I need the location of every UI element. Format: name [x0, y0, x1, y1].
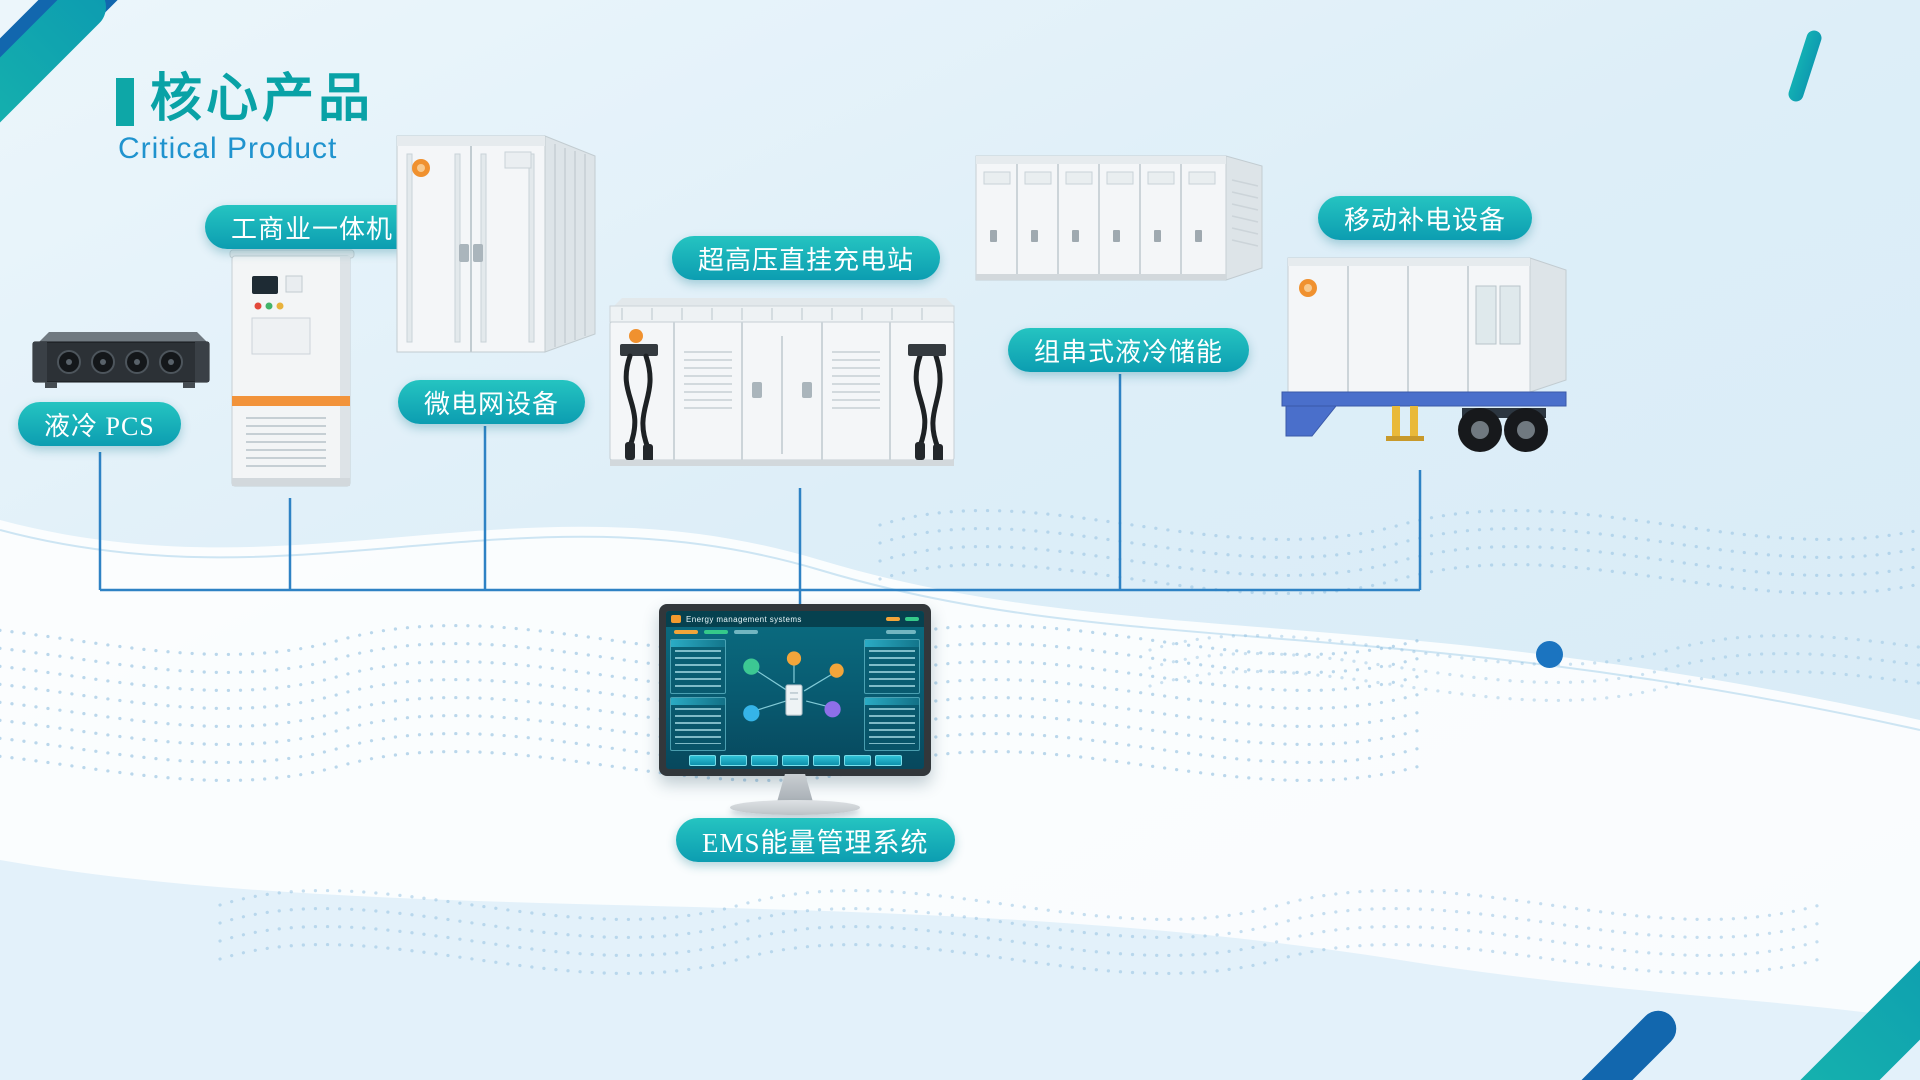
brand-logo: [1788, 30, 1892, 102]
page-subtitle: Critical Product: [118, 132, 338, 165]
subbar-chip: [886, 630, 916, 634]
page-title-block: 核心产品: [116, 72, 374, 127]
ems-button: [750, 754, 778, 766]
ems-system-label: EMS能量管理系统: [676, 818, 955, 862]
hv-charging-station-image: [609, 298, 955, 466]
liquid-cooled-pcs-image: [32, 332, 210, 388]
monitor-stand-neck: [777, 774, 813, 802]
ems-button: [719, 754, 747, 766]
ems-screen-main: [666, 637, 924, 753]
header-tick-green: [905, 617, 919, 621]
ems-monitor: Energy management systems: [659, 604, 931, 816]
ems-panel: [864, 696, 920, 751]
microgrid-equipment-label: 微电网设备: [398, 380, 586, 424]
commercial-all-in-one-image: [229, 249, 355, 487]
subbar-chip: [674, 630, 698, 634]
ems-screen-header: Energy management systems: [666, 611, 924, 627]
page-title: 核心产品: [150, 70, 375, 128]
commercial-all-in-one-label: 工商业一体机: [205, 205, 420, 249]
subbar-chip: [704, 630, 728, 634]
ems-logo-icon: [671, 615, 681, 623]
ems-topology-diagram: [729, 639, 861, 751]
ems-button: [781, 754, 809, 766]
ems-screen-subbar: [666, 627, 924, 637]
ems-button: [812, 754, 840, 766]
liquid-cooled-pcs-label: 液冷 PCS: [18, 402, 181, 446]
ems-button: [843, 754, 871, 766]
ems-panel: [864, 639, 920, 694]
ems-screen: Energy management systems: [666, 611, 924, 769]
subbar-chip: [734, 630, 758, 634]
dot-wave-group-right: [878, 508, 1920, 596]
blue-dot-decoration: [1536, 641, 1563, 668]
ems-panel: [670, 639, 726, 694]
title-accent-bar: [116, 78, 134, 126]
ems-right-column: [864, 639, 920, 751]
header-tick-orange: [886, 617, 900, 621]
mobile-charging-label: 移动补电设备: [1318, 196, 1533, 240]
ems-screen-title: Energy management systems: [686, 614, 802, 624]
ems-button: [688, 754, 716, 766]
ems-button-row: [666, 753, 924, 769]
string-storage-image: [975, 155, 1263, 281]
ems-left-column: [670, 639, 726, 751]
string-storage-label: 组串式液冷储能: [1008, 328, 1250, 372]
monitor-stand-base: [730, 800, 860, 815]
microgrid-equipment-image: [396, 135, 596, 353]
ems-panel: [670, 696, 726, 751]
hv-charging-station-label: 超高压直挂充电站: [672, 236, 941, 280]
ems-button: [874, 754, 902, 766]
mobile-charging-image: [1281, 257, 1567, 452]
monitor-frame: Energy management systems: [659, 604, 931, 776]
